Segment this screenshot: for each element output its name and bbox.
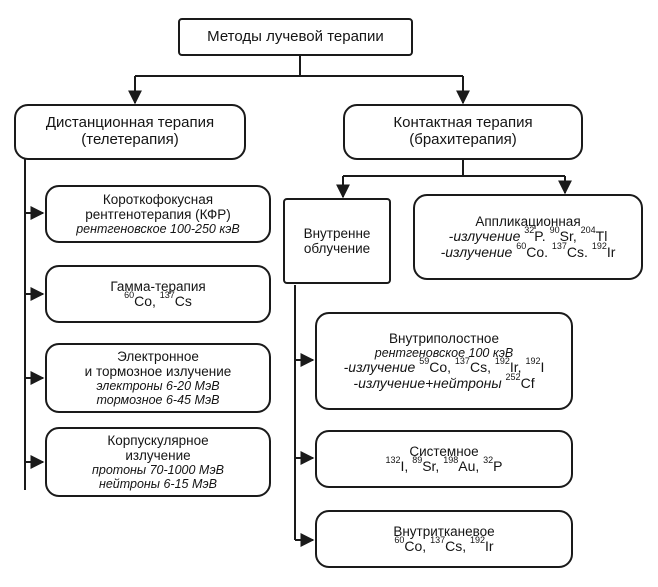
interstitial-box: Внутритканевое 60Co, 137Cs, 192Ir	[315, 510, 573, 568]
contact-therapy-box: Контактная терапия (брахитерапия)	[343, 104, 583, 160]
corpuscular-line2: излучение	[125, 448, 191, 463]
corpuscular-line3: протоны 70-1000 МэВ	[92, 463, 224, 478]
intracavitary-row1: -излучение 59Co, 137Cs, 192Ir, 192I	[343, 355, 545, 375]
electron-line4: тормозное 6-45 МэВ	[96, 393, 220, 408]
electron-line2: и тормозное излучение	[84, 364, 232, 379]
electron-line1: Электронное	[117, 348, 199, 364]
systemic-isotopes: 132I, 89Sr, 198Au, 32P	[385, 454, 503, 474]
kfr-box: Короткофокусная рентгенотерапия (КФР) ре…	[45, 185, 271, 243]
remote-title-line1: Дистанционная терапия	[45, 114, 215, 132]
gamma-isotopes: 60Co, 137Cs	[124, 289, 192, 309]
systemic-box: Системное 132I, 89Sr, 198Au, 32P	[315, 430, 573, 488]
electron-line3: электроны 6-20 МэВ	[96, 379, 220, 394]
interstitial-title: Внутритканевое	[393, 523, 495, 539]
root-title: Методы лучевой терапии	[207, 27, 384, 45]
application-title: Аппликационная	[475, 213, 581, 229]
systemic-title: Системное	[409, 443, 479, 459]
kfr-line1: Короткофокусная	[102, 191, 214, 207]
contact-title-line1: Контактная терапия	[393, 114, 533, 132]
contact-title-line2: (брахитерапия)	[409, 131, 517, 148]
kfr-line3: рентгеновское 100-250 кэВ	[76, 222, 240, 237]
application-row1: -излучение 32P. 90Sr, 204Tl	[448, 224, 608, 244]
root-box: Методы лучевой терапии	[178, 18, 413, 56]
remote-title-line2: (телетерапия)	[81, 131, 179, 148]
intracavitary-sub: рентгеновское 100 кэВ	[374, 345, 514, 360]
remote-therapy-box: Дистанционная терапия (телетерапия)	[14, 104, 246, 160]
application-row2: -излучение 60Co. 137Cs. 192Ir	[440, 240, 616, 260]
corpuscular-line4: нейтроны 6-15 МэВ	[98, 477, 218, 492]
corpuscular-box: Корпускулярное излучение протоны 70-1000…	[45, 427, 271, 497]
internal-line2: облучение	[303, 241, 371, 256]
intracavitary-row2: -излучение+нейтроны 252Cf	[353, 371, 535, 391]
corpuscular-line1: Корпускулярное	[107, 432, 209, 448]
gamma-title: Гамма-терапия	[110, 278, 206, 294]
interstitial-isotopes: 60Co, 137Cs, 192Ir	[394, 534, 494, 554]
gamma-box: Гамма-терапия 60Co, 137Cs	[45, 265, 271, 323]
intracavitary-box: Внутриполостное рентгеновское 100 кэВ -и…	[315, 312, 573, 410]
kfr-line2: рентгенотерапия (КФР)	[85, 207, 231, 222]
electron-box: Электронное и тормозное излучение электр…	[45, 343, 271, 413]
intracavitary-title: Внутриполостное	[389, 330, 499, 346]
internal-irradiation-box: Внутренне облучение	[283, 198, 391, 284]
internal-line1: Внутренне	[303, 225, 371, 241]
application-box: Аппликационная -излучение 32P. 90Sr, 204…	[413, 194, 643, 280]
